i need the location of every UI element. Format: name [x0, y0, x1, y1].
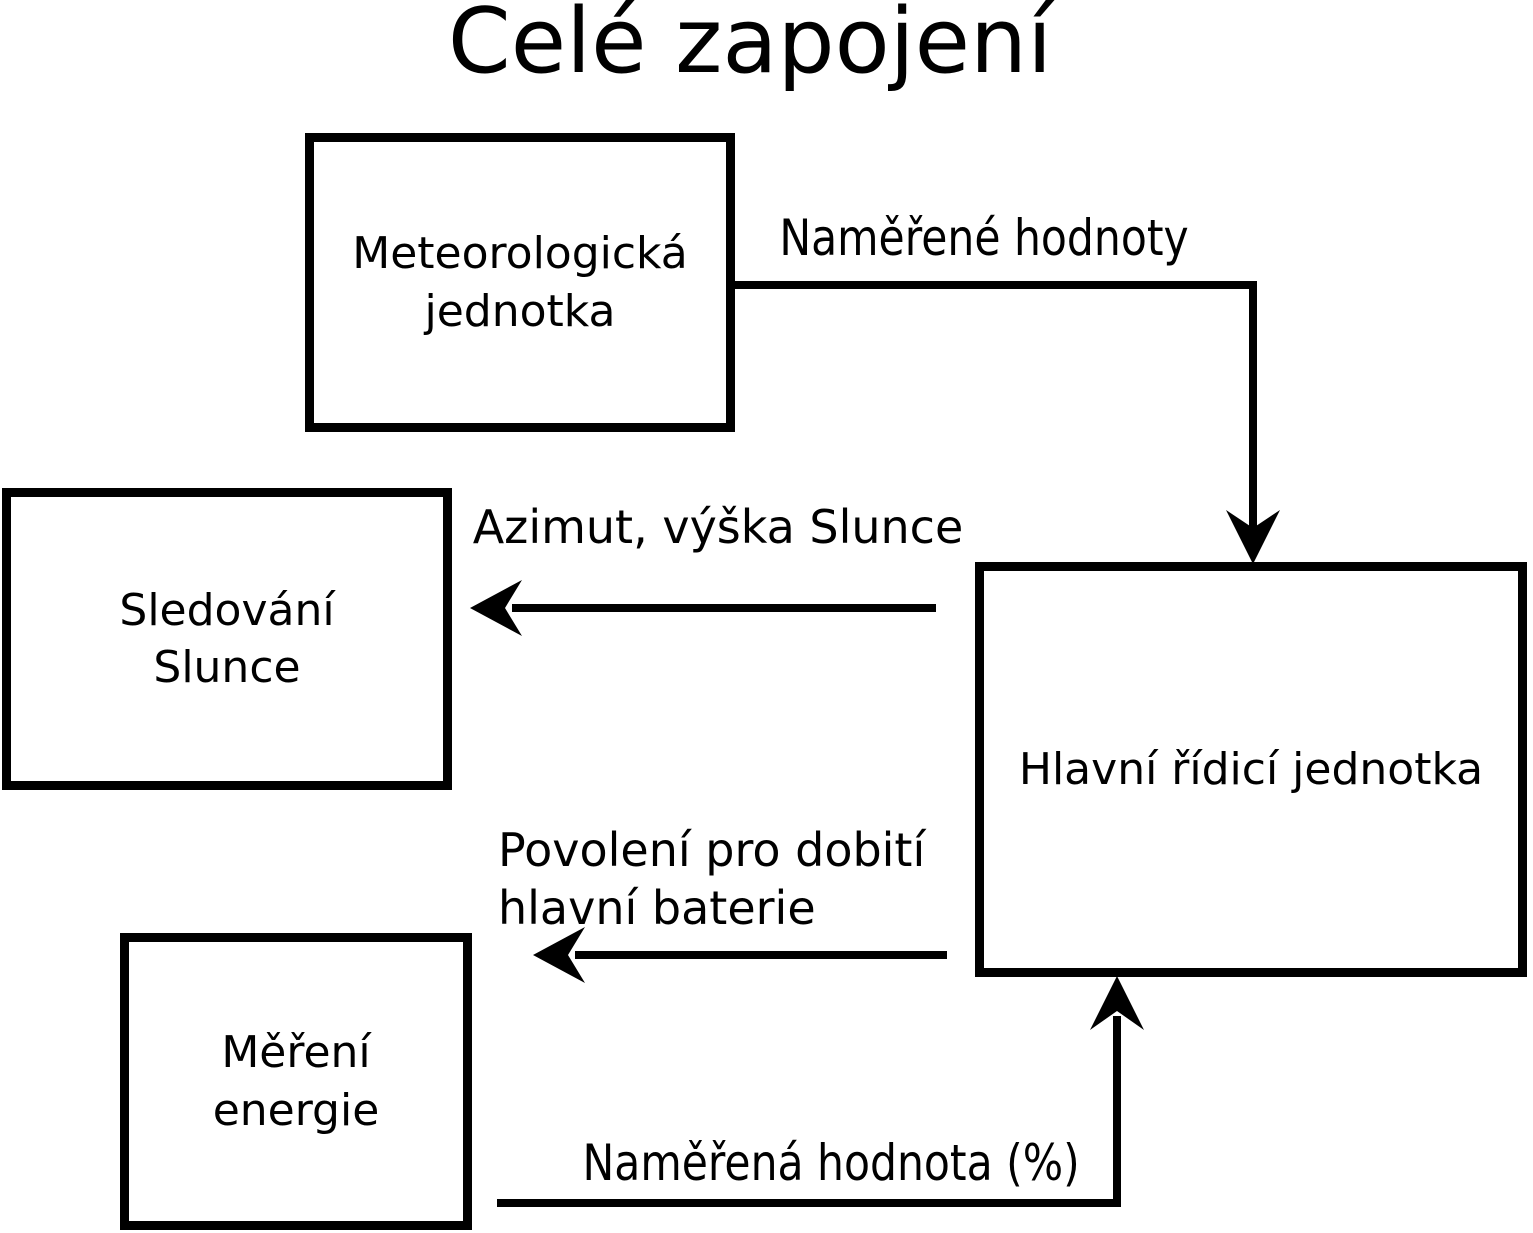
- box-label-line: Hlavní řídicí jednotka: [1018, 743, 1484, 795]
- box-meteorological-unit-label: Meteorologická jednotka: [352, 225, 687, 339]
- arrowhead-down-icon: [1226, 510, 1280, 564]
- box-meteorological-unit: Meteorologická jednotka: [305, 133, 735, 432]
- box-main-control-unit-label: Hlavní řídicí jednotka: [1019, 741, 1483, 798]
- arrow-label-measured-values: Naměřené hodnoty: [772, 208, 1197, 268]
- box-energy-measurement-label: Měření energie: [213, 1024, 380, 1138]
- arrow-label-line: Naměřené hodnoty: [779, 209, 1189, 267]
- box-sun-tracking: Sledování Slunce: [2, 488, 452, 790]
- box-sun-tracking-label: Sledování Slunce: [119, 582, 334, 696]
- arrow-label-line: Naměřená hodnota (%): [582, 1134, 1080, 1192]
- diagram-title: Celé zapojení: [447, 0, 1053, 94]
- connector-meteo-to-main: [726, 281, 1257, 535]
- box-main-control-unit: Hlavní řídicí jednotka: [975, 562, 1527, 977]
- box-label-line: Sledování: [119, 584, 335, 636]
- box-energy-measurement: Měření energie: [120, 933, 472, 1230]
- arrowhead-up-icon: [1090, 976, 1144, 1030]
- arrow-label-line: Povolení pro dobití: [498, 823, 926, 877]
- arrow-label-measured-percentage: Naměřená hodnota (%): [582, 1133, 1080, 1193]
- box-label-line: jednotka: [424, 285, 616, 337]
- arrow-label-azimuth-sun-height: Azimut, výška Slunce: [468, 499, 968, 557]
- box-label-line: Měření: [221, 1027, 371, 1079]
- arrow-label-line: hlavní baterie: [498, 880, 816, 935]
- arrow-label-battery-charge-permission: Povolení pro dobití hlavní baterie: [498, 822, 1118, 937]
- box-label-line: energie: [212, 1084, 380, 1136]
- arrow-label-line: Azimut, výška Slunce: [472, 500, 964, 554]
- arrowhead-left-icon: [470, 580, 522, 636]
- box-label-line: Slunce: [153, 642, 301, 693]
- box-label-line: Meteorologická: [352, 228, 688, 280]
